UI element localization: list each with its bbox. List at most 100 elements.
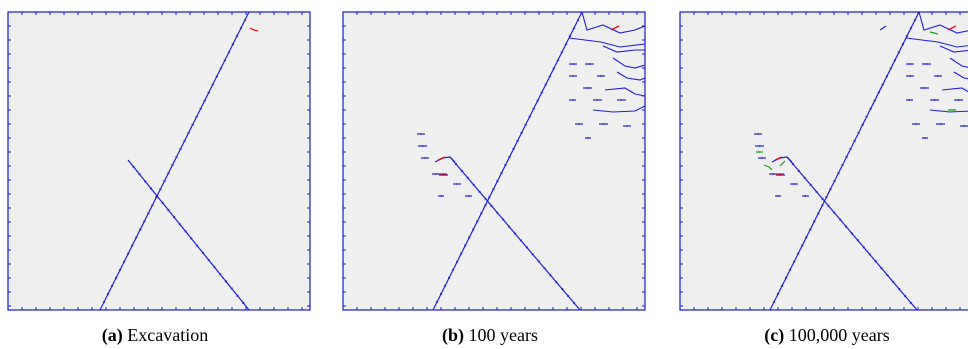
secondary-fracture-node: [803, 176, 806, 180]
network-fracture: [581, 11, 646, 34]
major-fracture-node: [211, 83, 215, 86]
micro-crack-node: [596, 99, 599, 101]
major-fracture-node: [439, 292, 443, 295]
major-fracture-node: [183, 139, 186, 142]
major-fracture-node: [788, 268, 792, 271]
major-fracture-node: [118, 268, 122, 271]
major-fracture-node: [223, 59, 227, 62]
micro-crack-node: [600, 75, 602, 77]
major-fracture-node: [130, 244, 134, 247]
secondary-fracture-node: [791, 162, 795, 166]
major-fracture: [432, 11, 583, 311]
major-fracture-node: [508, 155, 511, 158]
secondary-fracture-node: [815, 190, 818, 193]
major-fracture-node: [865, 115, 868, 118]
secondary-fracture-node: [155, 194, 159, 197]
secondary-fracture-node: [172, 216, 176, 219]
major-fracture-node: [215, 75, 219, 78]
network-fracture: [568, 37, 646, 48]
micro-crack-node: [909, 75, 911, 77]
secondary-fracture-node: [507, 225, 511, 228]
major-fracture-node: [813, 220, 816, 223]
secondary-fracture-node: [138, 173, 141, 176]
secondary-fracture-node: [844, 225, 848, 228]
panel-100000-years: (c) 100,000 years: [672, 0, 968, 349]
network-fracture: [953, 71, 968, 80]
major-fracture-node: [849, 147, 852, 150]
secondary-fracture-node: [886, 274, 889, 277]
micro-crack-node: [933, 99, 936, 101]
network-fracture: [612, 57, 646, 69]
secondary-fracture-node: [478, 190, 481, 193]
major-fracture-node: [881, 83, 885, 86]
major-fracture-node: [552, 67, 556, 70]
secondary-fracture-node: [862, 246, 866, 249]
secondary-fracture-node: [850, 232, 854, 235]
major-fracture-node: [138, 228, 142, 231]
major-fracture-node: [484, 204, 487, 207]
crack-red-segment: [437, 156, 446, 161]
secondary-fracture-node: [201, 251, 205, 254]
secondary-fracture-node: [856, 239, 860, 242]
micro-crack-node: [923, 87, 926, 89]
panel-100-years: (b) 100 years: [335, 0, 646, 349]
secondary-fracture-node: [161, 201, 164, 204]
secondary-fracture-node: [898, 287, 901, 291]
major-fracture-node: [203, 99, 206, 102]
secondary-fracture-node: [490, 204, 493, 207]
major-fracture-node: [199, 107, 202, 110]
micro-crack-node: [587, 137, 589, 139]
major-fracture-node: [504, 164, 507, 167]
fracture-network-diagram-c: [679, 11, 968, 311]
secondary-fracture-node: [213, 266, 216, 269]
major-fracture-node: [126, 252, 130, 255]
major-fracture-node: [520, 131, 523, 134]
secondary-fracture-node: [184, 230, 187, 233]
major-fracture-node: [544, 83, 548, 86]
secondary-fracture-node: [549, 274, 552, 277]
major-fracture-node: [488, 196, 491, 199]
major-fracture-node: [134, 236, 138, 239]
major-fracture-node: [817, 212, 820, 215]
major-fracture-node: [861, 123, 864, 126]
major-fracture-node: [905, 35, 909, 38]
major-fracture-node: [853, 139, 856, 142]
secondary-fracture-node: [809, 183, 812, 186]
major-fracture-node: [825, 196, 828, 199]
secondary-fracture-node: [167, 208, 170, 212]
caption-label: (c): [764, 325, 785, 345]
micro-crack-red-node: [442, 173, 444, 175]
secondary-fracture-node: [903, 294, 907, 298]
secondary-fracture-node: [838, 218, 842, 221]
micro-crack-node: [456, 183, 458, 185]
major-fracture-node: [885, 75, 889, 78]
major-fracture-node: [873, 99, 876, 102]
major-fracture-node: [102, 300, 106, 303]
major-fracture-node: [833, 180, 836, 183]
major-fracture-node: [455, 260, 459, 263]
micro-crack-red-node: [779, 173, 781, 175]
major-fracture-node: [175, 155, 178, 158]
domain-boundary: [342, 11, 646, 311]
major-fracture-node: [476, 220, 479, 223]
network-fracture: [941, 87, 968, 93]
secondary-fracture-node: [230, 287, 233, 290]
major-fracture-node: [772, 300, 776, 303]
major-fracture-node: [893, 59, 897, 62]
major-fracture-node: [451, 268, 455, 271]
micro-crack-node: [602, 123, 605, 125]
domain-boundary: [7, 11, 311, 311]
micro-crack-node: [435, 173, 437, 175]
caption-100000-years: (c) 100,000 years: [672, 325, 968, 346]
major-fracture-node: [167, 172, 170, 175]
major-fracture-node: [540, 91, 544, 94]
secondary-fracture-node: [501, 218, 505, 221]
major-fracture-node: [528, 115, 531, 118]
micro-crack-node: [424, 157, 426, 159]
micro-crack-node: [626, 125, 628, 127]
micro-crack-node: [572, 63, 574, 65]
major-fracture-node: [435, 300, 439, 303]
secondary-fracture-node: [892, 281, 895, 284]
secondary-fracture-node: [833, 211, 836, 214]
secondary-fracture-node: [190, 237, 193, 240]
